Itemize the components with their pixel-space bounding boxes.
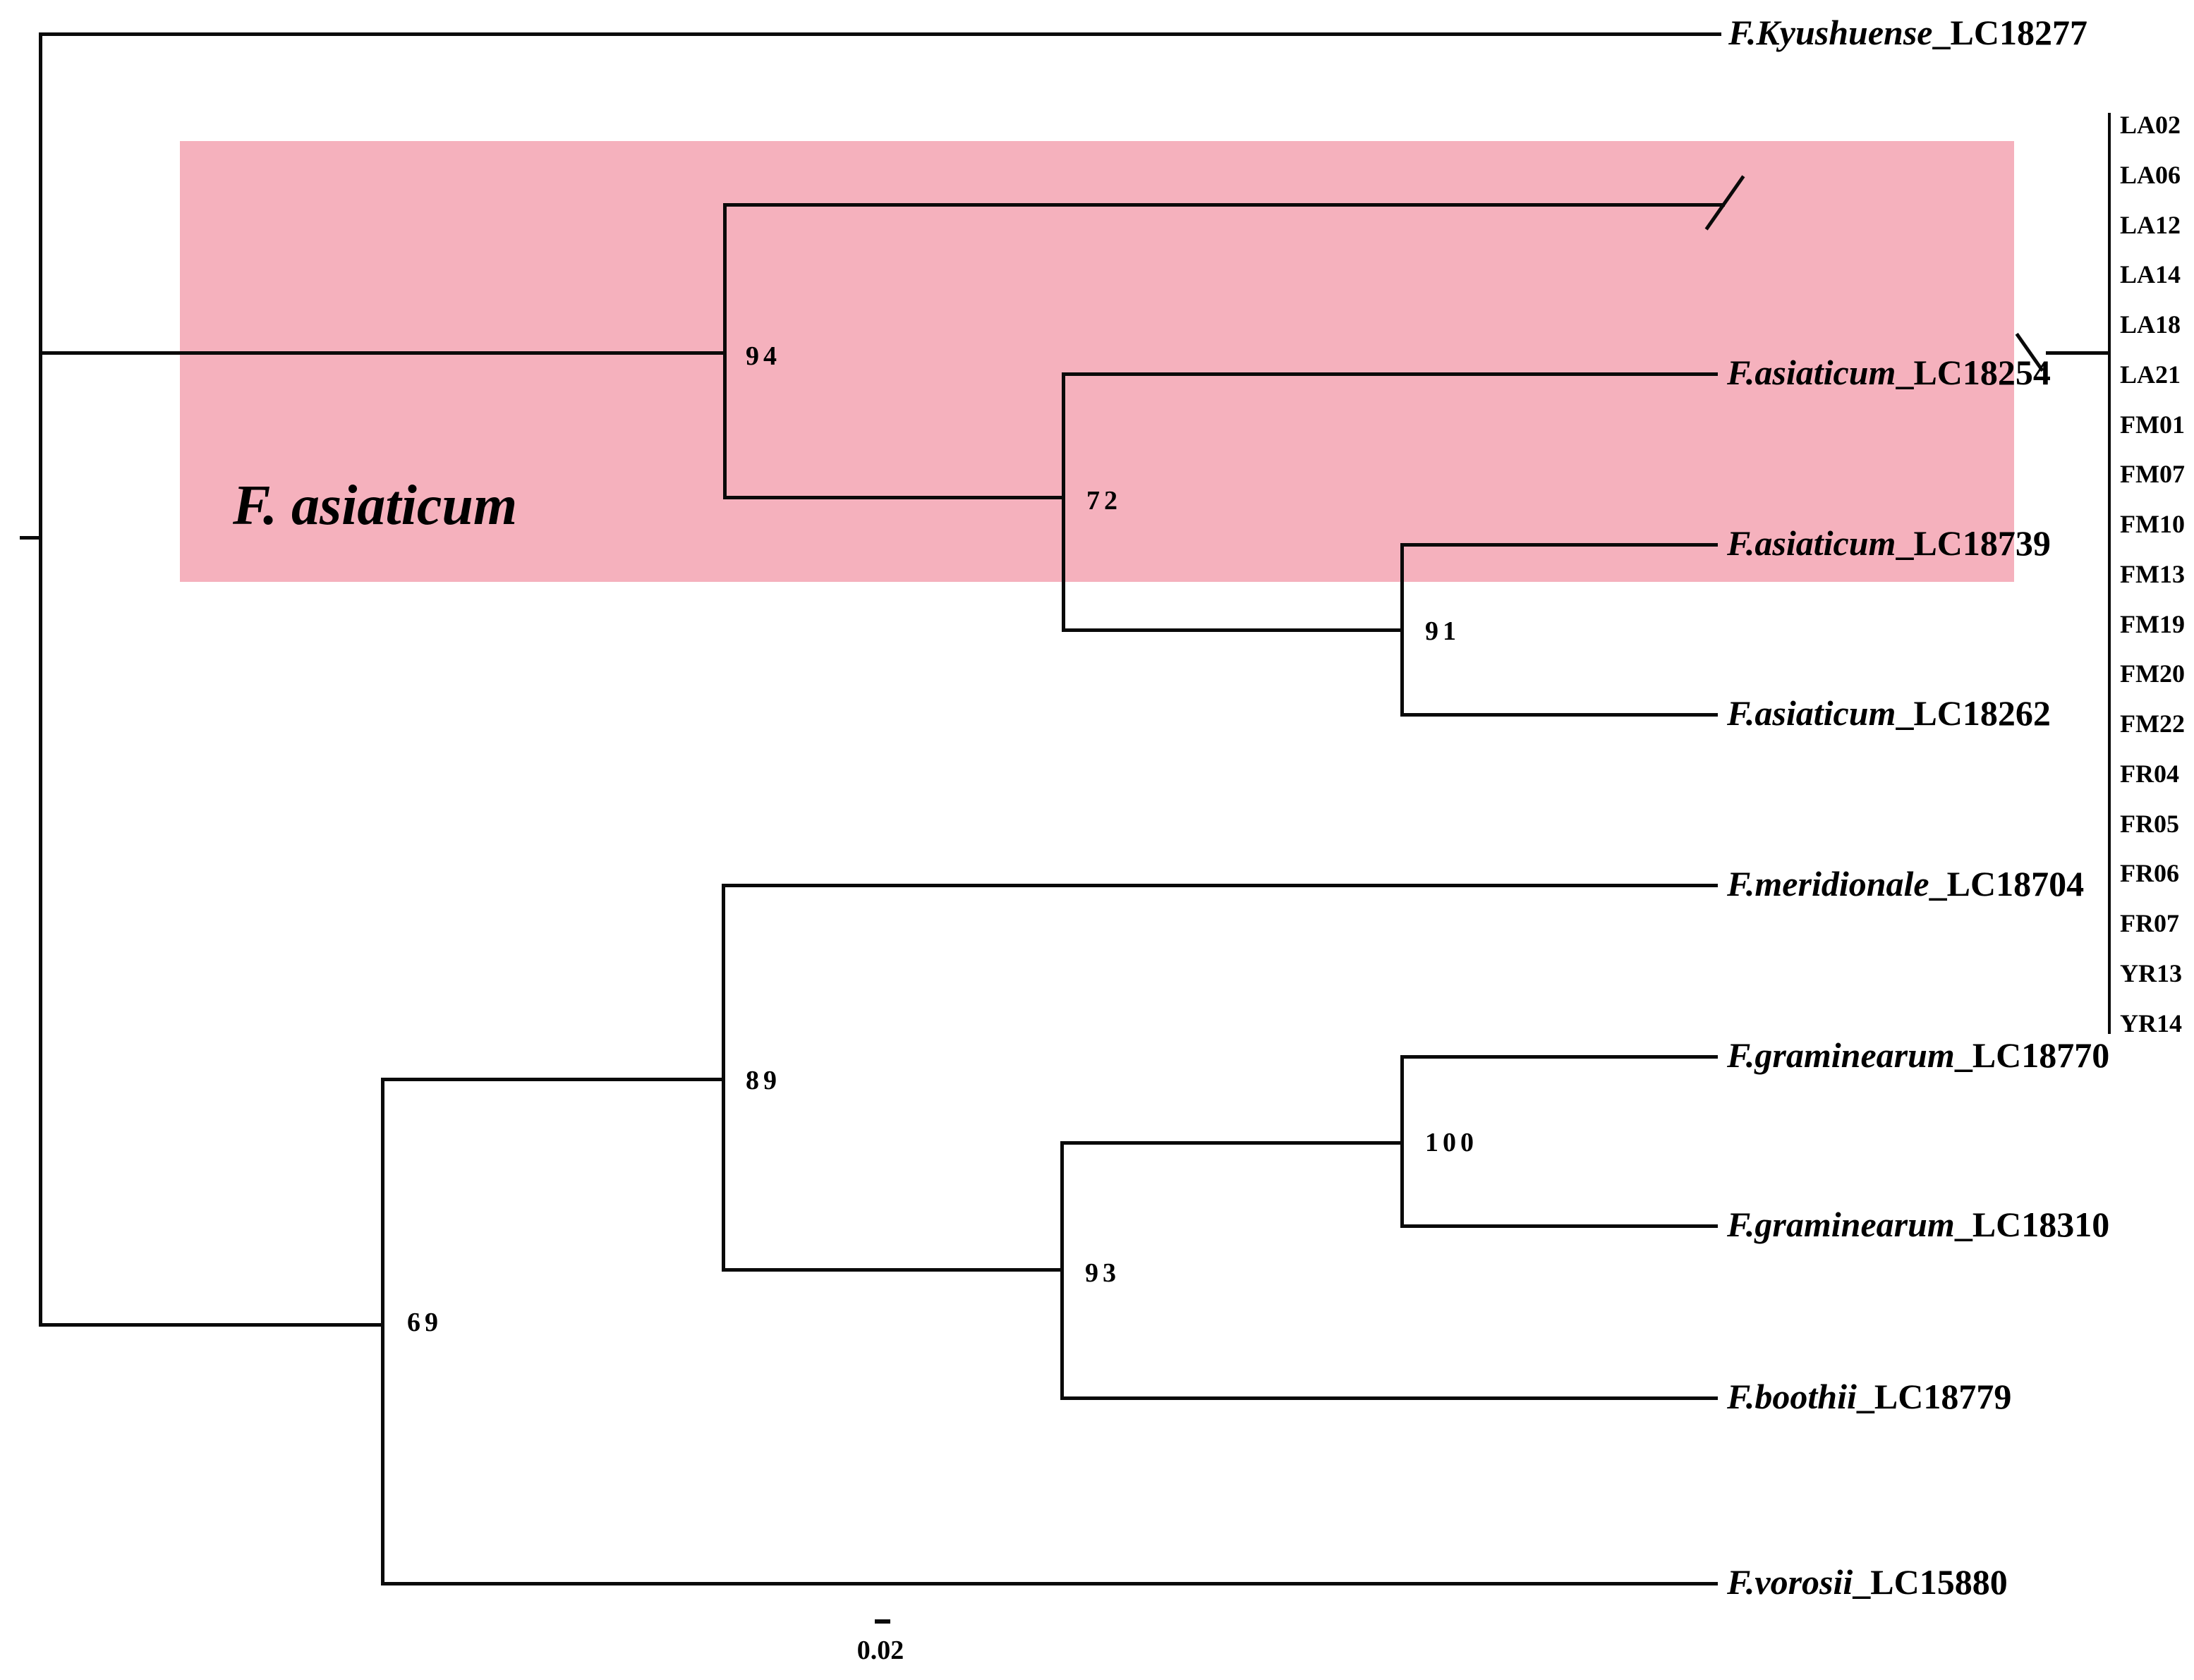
- branch-to-node91: [1062, 628, 1402, 632]
- node93-vertical: [1060, 1141, 1064, 1400]
- node100-vertical: [1400, 1055, 1404, 1228]
- strain-label: FM01: [2120, 410, 2185, 439]
- scale-bar-label: 0.02: [856, 1636, 904, 1665]
- bootstrap-value-94: 94: [746, 341, 781, 371]
- branch-kyushuense: [39, 32, 1721, 36]
- strain-label: LA21: [2120, 360, 2181, 389]
- branch-meridionale: [722, 884, 1718, 887]
- strain-bracket-line: [2108, 113, 2111, 1034]
- strain-label: LA02: [2120, 111, 2181, 139]
- bracket-connector-line: [2046, 351, 2109, 355]
- branch-to-node93: [722, 1268, 1064, 1272]
- leaf-species: F.graminearum: [1727, 1035, 1955, 1075]
- root-stub-line: [20, 536, 42, 540]
- leaf-label-graminearum-lc18770: F.graminearum_LC18770: [1727, 1037, 2109, 1073]
- leaf-accession: _LC18277: [1932, 13, 2087, 52]
- scale-bar: [875, 1619, 890, 1624]
- leaf-accession: _LC18704: [1929, 864, 2085, 903]
- node94-vertical: [723, 203, 727, 499]
- strain-list: LA02 LA06 LA12 LA14 LA18 LA21 FM01 FM07 …: [2120, 111, 2185, 1037]
- branch-to-node89: [381, 1078, 725, 1081]
- bootstrap-value-72: 72: [1086, 486, 1122, 516]
- strain-label: LA06: [2120, 160, 2181, 189]
- leaf-label-asiaticum-lc18262: F.asiaticum_LC18262: [1727, 695, 2051, 731]
- branch-asiaticum-lc18254: [1062, 372, 1718, 376]
- strain-label: FR05: [2120, 809, 2179, 838]
- branch-asiaticum-lc18262: [1400, 713, 1718, 717]
- bootstrap-value-69: 69: [407, 1308, 442, 1337]
- strain-label: LA18: [2120, 310, 2181, 339]
- leaf-label-kyushuense: F.Kyushuense_LC18277: [1728, 14, 2087, 51]
- strain-label: LA14: [2120, 260, 2181, 289]
- strain-label: FR06: [2120, 859, 2179, 888]
- leaf-species: F.asiaticum: [1727, 693, 1896, 733]
- strain-label: FM22: [2120, 710, 2185, 738]
- strain-label: LA12: [2120, 210, 2181, 239]
- branch-strain-cluster: [723, 203, 1725, 207]
- leaf-accession: _LC18770: [1954, 1035, 2110, 1075]
- node69-vertical: [381, 1078, 384, 1585]
- strain-label: FR04: [2120, 759, 2179, 788]
- branch-graminearum-lc18770: [1400, 1055, 1718, 1059]
- leaf-label-meridionale: F.meridionale_LC18704: [1727, 865, 2084, 902]
- leaf-accession: _LC18310: [1954, 1205, 2110, 1244]
- leaf-label-asiaticum-lc18739: F.asiaticum_LC18739: [1727, 525, 2051, 561]
- leaf-label-graminearum-lc18310: F.graminearum_LC18310: [1727, 1206, 2109, 1243]
- leaf-accession: _LC18254: [1896, 353, 2051, 392]
- bootstrap-value-89: 89: [746, 1066, 781, 1095]
- strain-label: FM10: [2120, 510, 2185, 539]
- leaf-label-asiaticum-lc18254: F.asiaticum_LC18254: [1727, 354, 2051, 391]
- leaf-species: F.vorosii: [1727, 1562, 1853, 1602]
- leaf-label-boothii: F.boothii_LC18779: [1727, 1378, 2011, 1415]
- strain-label: FM07: [2120, 460, 2185, 489]
- leaf-species: F.graminearum: [1727, 1205, 1955, 1244]
- leaf-species: F.boothii: [1727, 1377, 1857, 1416]
- node91-vertical: [1400, 543, 1404, 717]
- branch-to-node69: [39, 1323, 384, 1327]
- leaf-species: F.meridionale: [1727, 864, 1929, 903]
- leaf-label-vorosii: F.vorosii_LC15880: [1727, 1564, 2008, 1600]
- asiaticum-clade-highlight: [180, 141, 2014, 582]
- node72-vertical: [1062, 372, 1065, 632]
- leaf-accession: _LC15880: [1853, 1562, 2008, 1602]
- strain-label: FM19: [2120, 609, 2185, 638]
- leaf-accession: _LC18779: [1856, 1377, 2012, 1416]
- node89-vertical: [722, 884, 725, 1272]
- bootstrap-value-93: 93: [1085, 1258, 1120, 1288]
- leaf-accession: _LC18739: [1896, 523, 2051, 563]
- branch-asiaticum-lc18739: [1400, 543, 1718, 547]
- leaf-species: F.asiaticum: [1727, 523, 1896, 563]
- root-vertical-line: [39, 32, 42, 1327]
- strain-label: FR07: [2120, 909, 2179, 938]
- leaf-species: F.Kyushuense: [1728, 13, 1933, 52]
- strain-label: FM20: [2120, 659, 2185, 688]
- leaf-accession: _LC18262: [1896, 693, 2051, 733]
- branch-to-node100: [1060, 1141, 1404, 1145]
- branch-to-node72: [723, 496, 1064, 499]
- branch-to-node94: [39, 351, 725, 355]
- strain-label: YR14: [2120, 1009, 2182, 1037]
- bootstrap-value-91: 91: [1425, 616, 1460, 646]
- strain-label: YR13: [2120, 959, 2182, 988]
- branch-boothii: [1060, 1396, 1718, 1400]
- bootstrap-value-100: 100: [1425, 1128, 1478, 1157]
- clade-label-asiaticum: F. asiaticum: [233, 475, 518, 537]
- branch-vorosii: [381, 1582, 1718, 1585]
- branch-graminearum-lc18310: [1400, 1224, 1718, 1228]
- strain-label: FM13: [2120, 559, 2185, 588]
- leaf-species: F.asiaticum: [1727, 353, 1896, 392]
